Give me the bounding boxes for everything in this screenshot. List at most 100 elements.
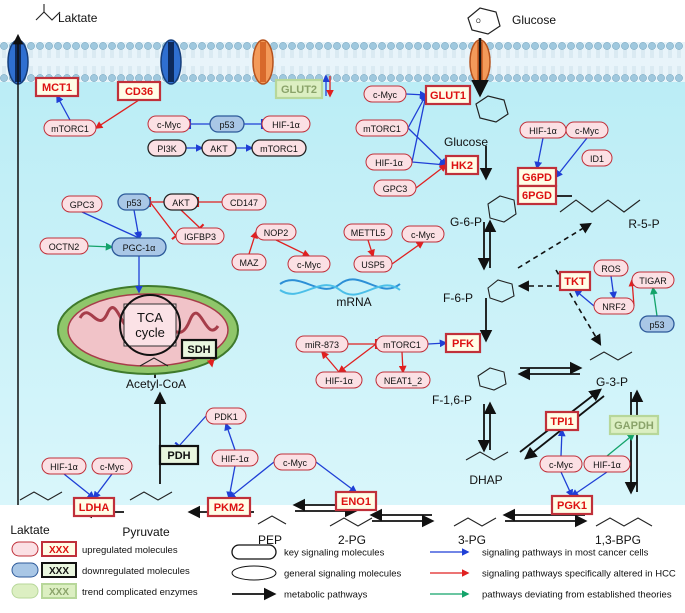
node-mir873: miR-873 bbox=[295, 335, 349, 353]
legend-red: signaling pathways specifically altered … bbox=[430, 569, 676, 580]
enzyme-mct1-label: MCT1 bbox=[42, 82, 72, 94]
node-gpc3-l-label: GPC3 bbox=[70, 200, 95, 210]
node-hif-p-label: HIF-1α bbox=[529, 126, 557, 136]
label-f6p: F-6-P bbox=[443, 291, 473, 305]
enzyme-hk2-label: HK2 bbox=[451, 160, 473, 172]
node-usp5: USP5 bbox=[353, 255, 393, 273]
signaling-arrows bbox=[56, 74, 658, 500]
acetyl-structure-icon bbox=[139, 357, 169, 367]
node-cd147: CD147 bbox=[221, 193, 267, 211]
legend-down-label: downregulated molecules bbox=[82, 566, 190, 577]
node-hif-f-label: HIF-1α bbox=[325, 376, 353, 386]
label-acetyl: Acetyl-CoA bbox=[126, 377, 186, 391]
f6p-ring-icon bbox=[487, 279, 515, 303]
node-cmyc-a-label: c-Myc bbox=[157, 120, 181, 130]
label-r5p: R-5-P bbox=[628, 217, 659, 231]
label-laktate-out: Laktate bbox=[58, 11, 98, 25]
legend-key-label: key signaling molecules bbox=[284, 548, 385, 559]
g3p-structure-icon bbox=[589, 351, 633, 361]
legend-metabolic-label: metabolic pathways bbox=[284, 590, 368, 601]
legend-blue-label: signaling pathways in most cancer cells bbox=[482, 548, 649, 559]
enzyme-hk2: HK2 bbox=[444, 154, 480, 176]
legend-general-label: general signaling molecules bbox=[284, 569, 401, 580]
node-p53-l: p53 bbox=[117, 193, 151, 211]
node-gpc3-l: GPC3 bbox=[61, 195, 103, 213]
enzyme-pfk-label: PFK bbox=[452, 338, 474, 350]
node-nop2: NOP2 bbox=[255, 223, 297, 241]
label-dhap: DHAP bbox=[469, 473, 502, 487]
label-tca-0: TCA bbox=[137, 310, 163, 325]
enzyme-ldha-label: LDHA bbox=[79, 502, 110, 514]
enzyme-pkm2: PKM2 bbox=[206, 496, 252, 518]
mrna-helix-icon bbox=[279, 278, 401, 296]
enzyme-eno1: ENO1 bbox=[334, 490, 378, 512]
label-glucose-in: Glucose bbox=[444, 135, 488, 149]
node-ros: ROS bbox=[593, 259, 629, 277]
label-g6p: G-6-P bbox=[450, 215, 482, 229]
node-nrf2: NRF2 bbox=[593, 297, 635, 315]
enzyme-pgk1-label: PGK1 bbox=[557, 500, 587, 512]
node-hif-ld-label: HIF-1α bbox=[50, 462, 78, 472]
lactate-transporter-icon bbox=[7, 33, 29, 505]
node-hif-ld: HIF-1α bbox=[41, 457, 87, 475]
enzyme-glut1-label: GLUT1 bbox=[430, 90, 466, 102]
legend-up-label: upregulated molecules bbox=[82, 545, 178, 556]
node-maz-label: MAZ bbox=[240, 258, 260, 268]
node-hif-a: HIF-1α bbox=[261, 115, 311, 133]
node-p53-a-label: p53 bbox=[219, 120, 234, 130]
legend-key: key signaling molecules bbox=[231, 544, 385, 560]
node-pdk1: PDK1 bbox=[205, 407, 247, 425]
node-tigar-label: TIGAR bbox=[639, 276, 667, 286]
dhap-structure-icon bbox=[465, 451, 509, 461]
bpg-structure-icon bbox=[595, 517, 653, 527]
enzyme-cd36: CD36 bbox=[116, 80, 162, 102]
node-hif-pgk: HIF-1α bbox=[583, 455, 631, 473]
legend-red-label: signaling pathways specifically altered … bbox=[482, 569, 676, 580]
node-p53-t: p53 bbox=[639, 315, 675, 333]
node-nrf2-label: NRF2 bbox=[602, 302, 626, 312]
node-pdk1-label: PDK1 bbox=[214, 412, 238, 422]
enzyme-g6pd: G6PD bbox=[516, 166, 558, 188]
enzyme-glut2: GLUT2 bbox=[274, 78, 324, 100]
enzyme-sdh: SDH bbox=[180, 338, 218, 360]
enzyme-gapdh: GAPDH bbox=[608, 414, 660, 436]
enzyme-6pgd-label: 6PGD bbox=[522, 190, 552, 202]
node-igfbp3-label: IGFBP3 bbox=[184, 232, 216, 242]
enzyme-glut1: GLUT1 bbox=[424, 84, 472, 106]
legend-down-box-label: XXX bbox=[49, 566, 69, 577]
node-cmyc-r2: c-Myc bbox=[401, 225, 445, 243]
node-id1-label: ID1 bbox=[590, 154, 604, 164]
channel-blue-icon bbox=[160, 39, 182, 85]
node-mtorc1-a-label: mTORC1 bbox=[51, 124, 89, 134]
node-hif-pdh: HIF-1α bbox=[211, 449, 259, 467]
enzyme-pdh: PDH bbox=[158, 444, 200, 466]
node-pgc: PGC-1α bbox=[111, 237, 167, 257]
svg-text:O: O bbox=[476, 19, 481, 25]
node-cmyc-r: c-Myc bbox=[287, 255, 331, 273]
node-igfbp3: IGFBP3 bbox=[175, 227, 225, 245]
node-mtorc1-b-label: mTORC1 bbox=[260, 144, 298, 154]
enzyme-mct1: MCT1 bbox=[34, 76, 80, 98]
node-hif-g-label: HIF-1α bbox=[375, 158, 403, 168]
enzyme-glut2-label: GLUT2 bbox=[281, 84, 317, 96]
node-mtorc1-b: mTORC1 bbox=[251, 139, 307, 157]
pep-structure-icon bbox=[257, 515, 287, 525]
legend-down: XXX downregulated molecules bbox=[11, 562, 190, 578]
node-pgc-label: PGC-1α bbox=[123, 243, 156, 253]
legend-green-label: pathways deviating from established theo… bbox=[482, 590, 672, 601]
node-hif-f: HIF-1α bbox=[315, 371, 363, 389]
legend-general: general signaling molecules bbox=[231, 565, 401, 581]
node-p53-l-label: p53 bbox=[126, 198, 141, 208]
legend-trend-box-label: XXX bbox=[49, 587, 69, 598]
node-octn2-label: OCTN2 bbox=[49, 242, 80, 252]
node-akt-l-label: AKT bbox=[172, 198, 190, 208]
node-cmyc-r-label: c-Myc bbox=[297, 260, 321, 270]
laktate-structure-in-icon bbox=[19, 491, 63, 501]
label-pep: PEP bbox=[258, 533, 282, 547]
legend-green: pathways deviating from established theo… bbox=[430, 590, 672, 601]
node-mtorc1-f: mTORC1 bbox=[375, 335, 429, 353]
pyruvate-structure-icon bbox=[129, 491, 173, 501]
